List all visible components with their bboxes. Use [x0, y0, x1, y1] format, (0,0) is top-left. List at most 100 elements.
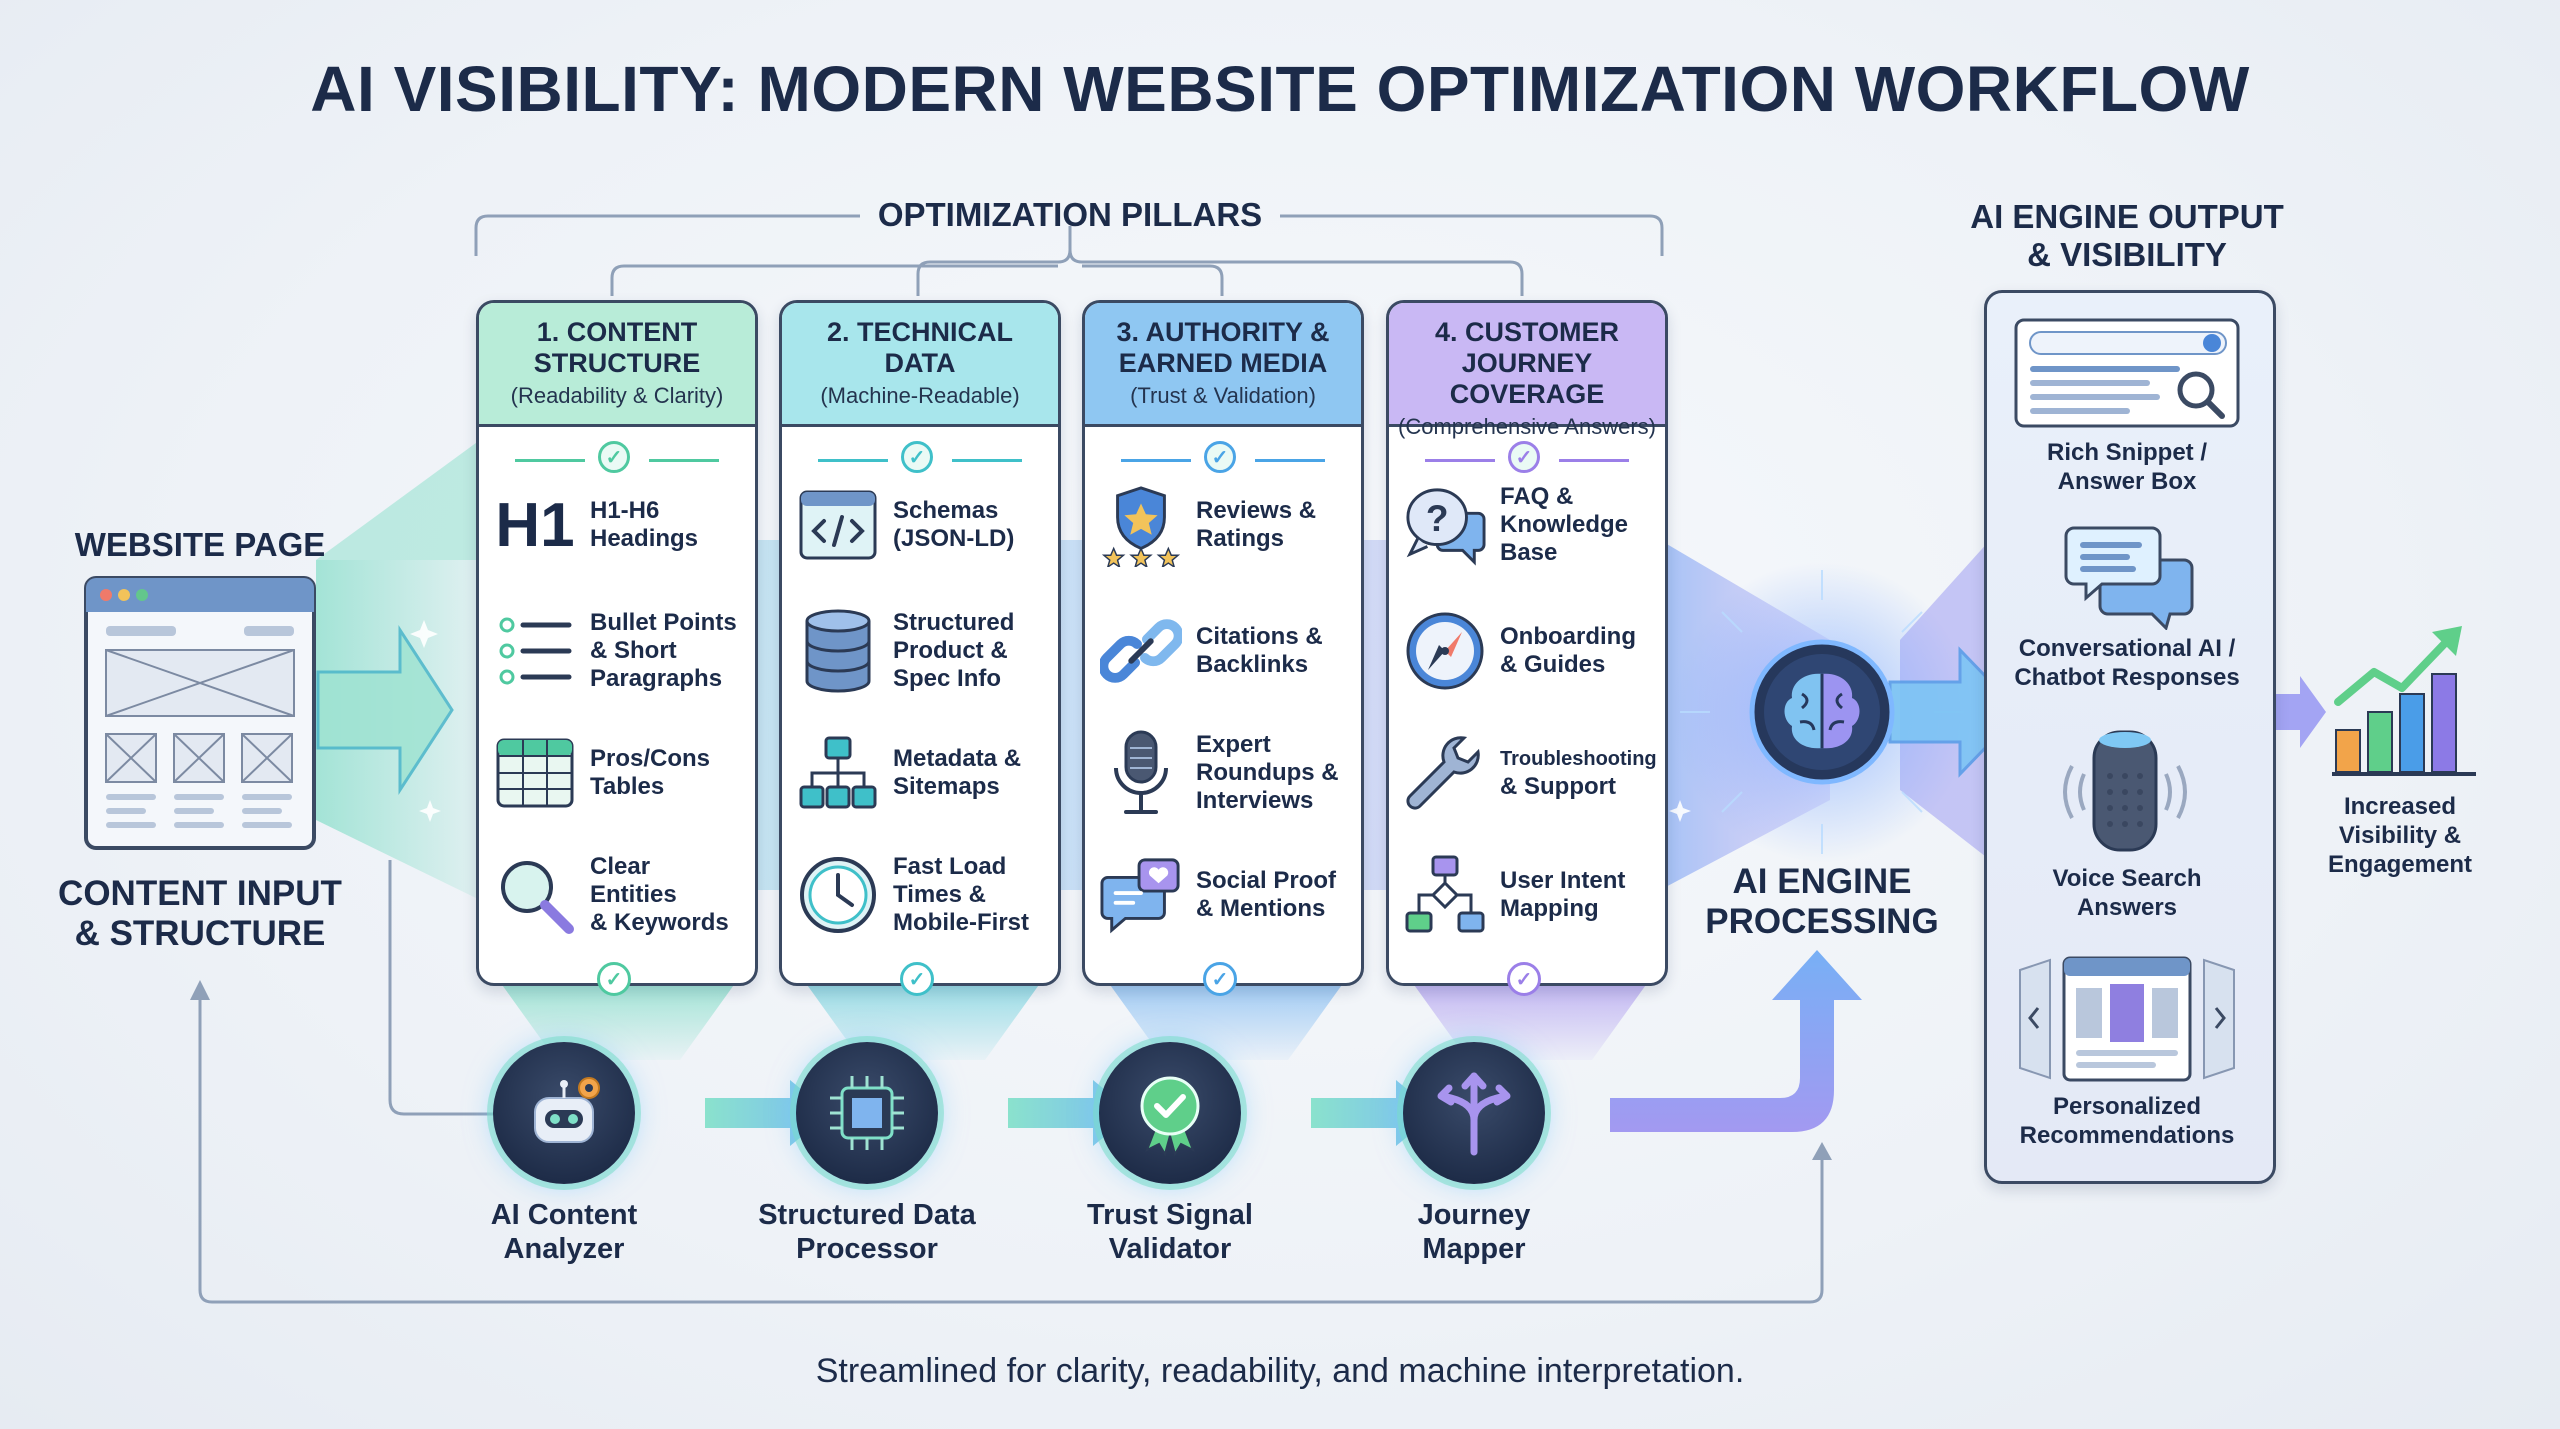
result-line3: Engagement	[2327, 851, 2473, 878]
pillar-item-label-line: & Guides	[1500, 651, 1606, 678]
pillar-item-label-line: & Keywords	[590, 909, 729, 936]
voice-search-label: Voice Search Answers	[1984, 864, 2270, 922]
magnifier-icon	[494, 854, 576, 936]
h1-icon: H1	[495, 490, 575, 560]
pillar-item-label-line: Social Proof	[1196, 867, 1337, 894]
pillar-title-line1: 4. CUSTOMER	[1434, 317, 1620, 347]
pillar-item-label-line: Mobile-First	[893, 909, 1029, 936]
footer-caption: Streamlined for clarity, readability, an…	[815, 1352, 1745, 1390]
check-icon: ✓	[1204, 441, 1236, 473]
pillar-item-label-line: Fast Load	[893, 853, 1007, 880]
pillar-item: Clear Entities& Keywords	[494, 840, 739, 950]
pillar-item-label-line: Metadata &	[893, 745, 1022, 772]
pillar-check-row: ✓	[1389, 427, 1665, 491]
pillar-check-row: ✓	[782, 427, 1058, 491]
pillar-subtitle: (Comprehensive Answers)	[1398, 414, 1656, 439]
processor-label-line: Validator	[1108, 1233, 1232, 1265]
ai-engine-brain-icon	[1748, 638, 1896, 786]
pillar-header: 1. CONTENT STRUCTURE (Readability & Clar…	[479, 303, 755, 427]
pillar-title-line1: 2. TECHNICAL	[826, 317, 1013, 347]
pillar-header: 3. AUTHORITY & EARNED MEDIA (Trust & Val…	[1085, 303, 1361, 427]
output-title: AI ENGINE OUTPUT & VISIBILITY	[1950, 198, 2304, 274]
pillar-item-label-line: Citations &	[1196, 623, 1323, 650]
conversational-ai-label: Conversational AI / Chatbot Responses	[1984, 634, 2270, 692]
pillar-item-label-line: Pros/Cons	[590, 745, 711, 772]
pillar-item-label-line: Mapping	[1500, 895, 1599, 922]
badge-check-icon	[1099, 1042, 1241, 1184]
pillar-title-line2: EARNED MEDIA	[1118, 348, 1328, 378]
pillar-item-label-line: Clear Entities	[590, 853, 677, 908]
rich-snippet-line2: Answer Box	[2057, 468, 2197, 495]
pillar-item-label: Citations &Backlinks	[1196, 623, 1323, 679]
pillar-title-line1: 3. AUTHORITY &	[1116, 317, 1330, 347]
pillar-item-label-line: Interviews	[1196, 787, 1314, 814]
pillar-item-label-line: & Short	[590, 637, 677, 664]
output-title-line2: & VISIBILITY	[2027, 236, 2227, 273]
pillar-item: Social Proof& Mentions	[1100, 840, 1345, 950]
pillar-item-label-line: Troubleshooting	[1500, 748, 1657, 770]
rich-snippet-label: Rich Snippet / Answer Box	[1984, 438, 2270, 496]
ai-engine-line1: AI ENGINE	[1732, 862, 1912, 901]
pillar-item-label: Onboarding& Guides	[1500, 623, 1636, 679]
check-icon: ✓	[901, 441, 933, 473]
pillar-header: 2. TECHNICAL DATA (Machine-Readable)	[782, 303, 1058, 427]
pillar-item: Citations &Backlinks	[1100, 596, 1345, 706]
pillar-item-label-line: Reviews &	[1196, 497, 1317, 524]
compass-icon	[1404, 610, 1486, 692]
pillar-item-label-line: Expert	[1196, 731, 1271, 758]
processor-label-line: Journey	[1417, 1199, 1531, 1231]
bullet-list-icon	[494, 610, 576, 692]
flowchart-icon	[1404, 854, 1486, 936]
pillar-item-label-line: Backlinks	[1196, 651, 1309, 678]
clock-icon	[797, 854, 879, 936]
result-line2: Visibility &	[2338, 822, 2462, 849]
check-icon: ✓	[598, 441, 630, 473]
pillar-subtitle: (Machine-Readable)	[820, 383, 1020, 408]
check-icon: ✓	[900, 962, 934, 996]
search-snippet-icon	[2014, 318, 2240, 428]
pillar-item-label-line: & Support	[1500, 773, 1616, 800]
voice-search-line1: Voice Search	[2052, 865, 2202, 892]
pillar-check-row: ✓	[479, 427, 755, 491]
pillar-item-label-line: Spec Info	[893, 665, 1002, 692]
page-title: AI VISIBILITY: MODERN WEBSITE OPTIMIZATI…	[310, 53, 2250, 125]
check-icon: ✓	[1203, 962, 1237, 996]
microphone-icon	[1100, 730, 1182, 814]
check-icon: ✓	[1507, 962, 1541, 996]
content-input-caption: CONTENT INPUT & STRUCTURE	[50, 874, 350, 954]
pillar-title-line2: STRUCTURE	[533, 348, 701, 378]
processor-label-line: AI Content	[490, 1199, 638, 1231]
robot-gear-icon	[493, 1042, 635, 1184]
pillar-item-label-line: User Intent	[1500, 867, 1626, 894]
pillar-item: Schemas(JSON-LD)	[797, 470, 1042, 580]
smart-speaker-icon	[2050, 726, 2200, 856]
pillars-section-label: OPTIMIZATION PILLARS	[877, 196, 1263, 233]
pillar-item-label-line: (JSON-LD)	[893, 525, 1015, 552]
database-icon	[797, 609, 879, 693]
pillar-item-label: Schemas(JSON-LD)	[893, 497, 1014, 553]
personalized-label: Personalized Recommendations	[1984, 1092, 2270, 1150]
svg-text:?: ?	[1426, 497, 1449, 539]
pillar-item-label-line: & Mentions	[1196, 895, 1326, 922]
pillar-item-label-line: FAQ &	[1500, 483, 1574, 510]
sitemap-icon	[797, 732, 879, 814]
carousel-icon	[2016, 956, 2238, 1082]
website-page-icon	[84, 576, 316, 850]
pillar-item: Metadata &Sitemaps	[797, 718, 1042, 828]
table-icon	[494, 732, 576, 814]
pillar-item-label-line: Headings	[590, 525, 699, 552]
rich-snippet-line1: Rich Snippet /	[2046, 439, 2207, 466]
processor-label-line: Mapper	[1422, 1233, 1526, 1265]
processor-label-line: Processor	[796, 1233, 938, 1265]
